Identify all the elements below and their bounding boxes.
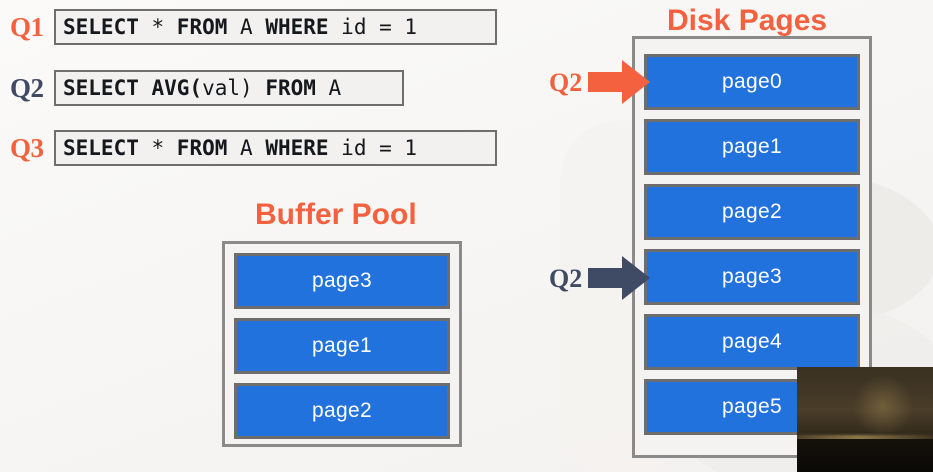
page-label: page5 <box>722 395 782 418</box>
disk-page-1[interactable]: page1 <box>644 119 860 175</box>
page-label: page1 <box>722 135 782 158</box>
sql-token: WHERE <box>265 135 329 160</box>
page-label: page3 <box>312 269 372 292</box>
sql-token: id = 1 <box>328 135 418 160</box>
arrow-right-icon-navy <box>588 256 650 300</box>
query-label-q1: Q1 <box>10 11 44 42</box>
sql-box-q3[interactable]: SELECT * FROM A WHERE id = 1 <box>54 130 497 166</box>
sql-box-q2[interactable]: SELECT AVG(val) FROM A <box>54 70 404 106</box>
sql-token: FROM <box>252 75 316 100</box>
webcam-edge-highlight <box>797 435 933 441</box>
disk-page-0[interactable]: page0 <box>644 54 860 110</box>
sql-token: val <box>202 75 241 100</box>
query-label-q3: Q3 <box>10 132 44 163</box>
sql-token: * <box>138 135 177 160</box>
arrow-label-q2-orange: Q2 <box>549 68 583 97</box>
disk-pages-title: Disk Pages <box>667 4 828 37</box>
query-row-q3: Q3 SELECT * FROM A WHERE id = 1 <box>10 128 497 168</box>
sql-box-q1[interactable]: SELECT * FROM A WHERE id = 1 <box>54 9 497 45</box>
sql-token: WHERE <box>265 14 329 39</box>
webcam-highlight <box>853 375 913 437</box>
page-label: page4 <box>722 330 782 353</box>
buffer-pool-page-1[interactable]: page1 <box>234 318 450 374</box>
sql-token: id = 1 <box>328 14 418 39</box>
sql-token: SELECT <box>63 14 139 39</box>
page-label: page0 <box>722 70 782 93</box>
sql-token: FROM <box>176 14 228 39</box>
webcam-overlay <box>797 367 933 472</box>
query-row-q2: Q2 SELECT AVG(val) FROM A <box>10 68 404 108</box>
sql-token: A <box>227 14 266 39</box>
sql-token: A <box>227 135 266 160</box>
disk-page-4[interactable]: page4 <box>644 314 860 370</box>
buffer-pool-page-0[interactable]: page3 <box>234 253 450 309</box>
webcam-lower-region <box>797 439 933 472</box>
arrow-right-icon-orange <box>588 60 650 104</box>
webcam-upper-region <box>797 367 933 439</box>
page-label: page3 <box>722 265 782 288</box>
disk-page-3[interactable]: page3 <box>644 249 860 305</box>
buffer-pool-page-2[interactable]: page2 <box>234 383 450 439</box>
sql-token: FROM <box>176 135 228 160</box>
arrow-label-q2-navy: Q2 <box>549 264 583 293</box>
buffer-pool-title: Buffer Pool <box>255 198 417 231</box>
query-row-q1: Q1 SELECT * FROM A WHERE id = 1 <box>10 7 497 47</box>
page-label: page2 <box>722 200 782 223</box>
sql-token: ) <box>240 75 253 100</box>
sql-token: * <box>138 14 177 39</box>
query-label-q2: Q2 <box>10 72 44 103</box>
sql-token: SELECT AVG( <box>63 75 203 100</box>
page-label: page1 <box>312 334 372 357</box>
disk-page-2[interactable]: page2 <box>644 184 860 240</box>
page-label: page2 <box>312 399 372 422</box>
sql-token: SELECT <box>63 135 139 160</box>
sql-token: A <box>315 75 342 100</box>
